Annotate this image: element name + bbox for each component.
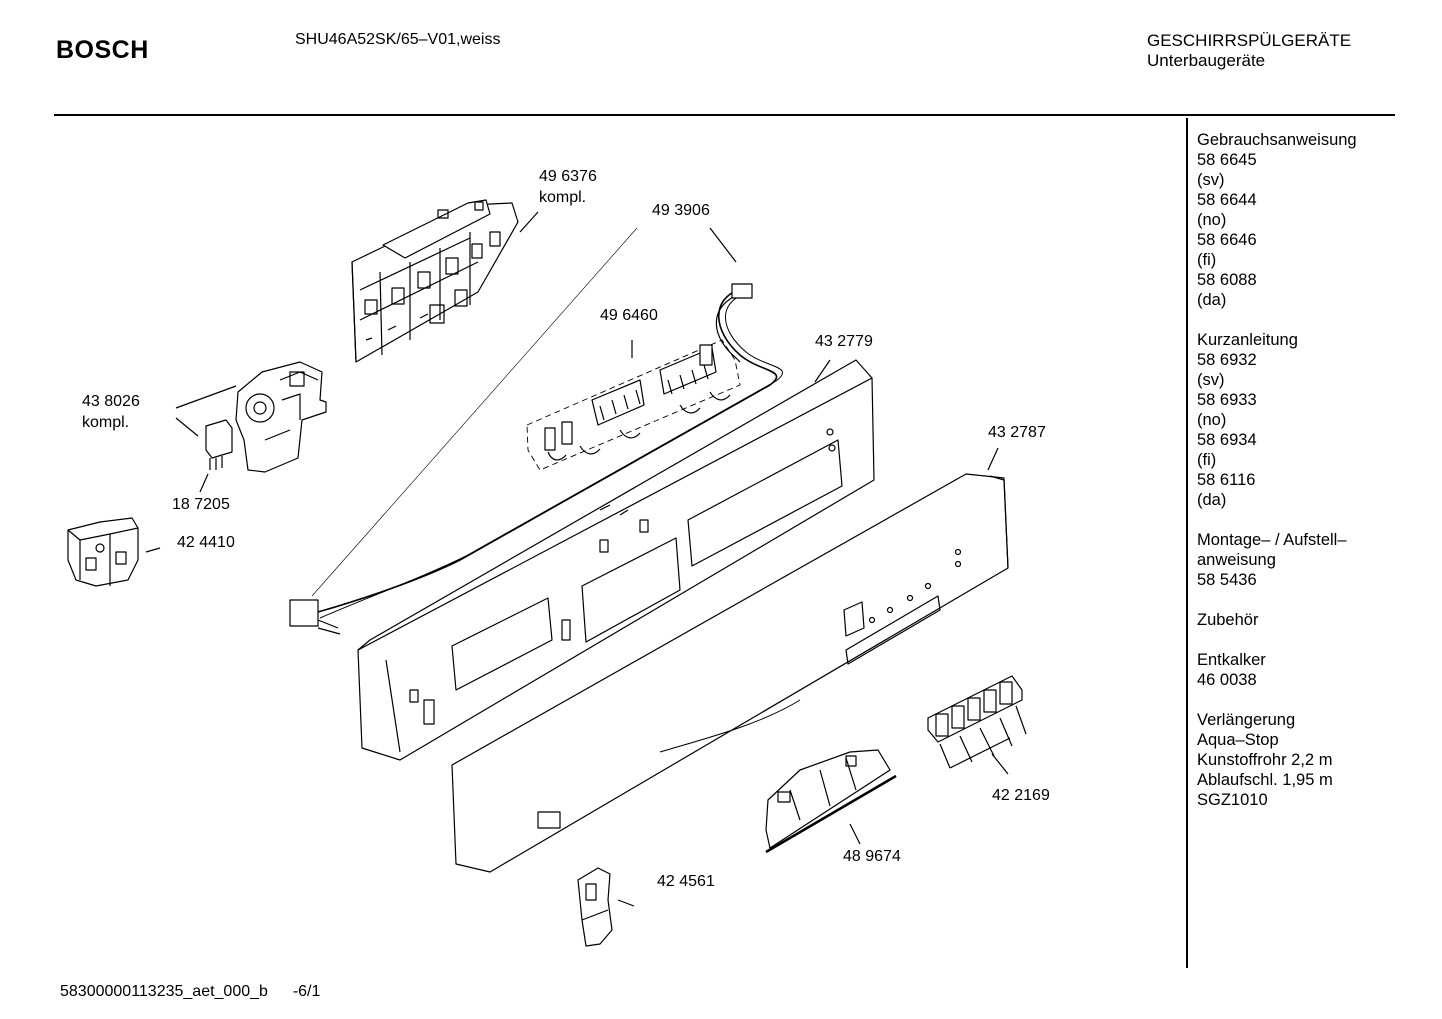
sidebar-line: 58 6933 [1197,391,1257,409]
brand-logo: BOSCH [56,36,149,64]
sidebar-line: Entkalker [1197,651,1266,669]
sidebar-line: 58 6934 [1197,431,1257,449]
documentation-sidebar: Gebrauchsanweisung 58 6645 (sv) 58 6644 … [1197,130,1437,830]
leader-432779 [814,359,831,383]
control-frame-432779 [357,359,875,761]
sidebar-line: SGZ1010 [1197,791,1268,809]
sidebar-line: 58 6088 [1197,271,1257,289]
part-424410 [67,517,139,587]
sidebar-line: Kurzanleitung [1197,331,1298,349]
sidebar-line: Gebrauchsanweisung [1197,131,1357,149]
group-entkalker: Entkalker 46 0038 [1197,650,1437,690]
part-number-432779: 43 2779 [815,333,873,350]
leader-422169 [939,705,1027,775]
button-set-422169 [927,675,1023,743]
sidebar-line: (sv) [1197,171,1225,189]
sidebar-line: (da) [1197,291,1227,309]
sidebar-line: Ablaufschl. 1,95 m [1197,771,1333,789]
part-number-424410: 42 4410 [177,534,235,551]
leader-187205 [199,473,209,493]
sidebar-divider [1186,118,1188,968]
group-kurzanleitung: Kurzanleitung 58 6932 (sv) 58 6933 (no) … [1197,330,1437,510]
sidebar-line: (no) [1197,211,1227,229]
sidebar-line: 58 6932 [1197,351,1257,369]
group-verlaengerung: Verlängerung Aqua–Stop Kunstoffrohr 2,2 … [1197,710,1437,810]
part-number-432787: 43 2787 [988,424,1046,441]
front-panel-432787 [451,473,1009,873]
footer: 58300000113235_aet_000_b -6/1 [60,983,320,1001]
leader-432787 [987,447,999,471]
sidebar-line: (sv) [1197,371,1225,389]
sidebar-line: 58 6645 [1197,151,1257,169]
group-montage: Montage– / Aufstell– anweisung 58 5436 [1197,530,1437,590]
part-number-422169: 42 2169 [992,787,1050,804]
category-line-2: Unterbaugeräte [1147,51,1266,70]
handle-part-489674 [765,749,897,854]
sidebar-line: 58 6646 [1197,231,1257,249]
leader-424561 [617,899,635,907]
part-number-438026: 43 8026 [82,393,140,410]
sidebar-line: (da) [1197,491,1227,509]
wiring-harness-493906 [289,283,784,635]
leader-438026-b [175,417,199,437]
sidebar-line: 46 0038 [1197,671,1257,689]
connector-set-496460 [526,339,741,471]
part-number-489674: 48 9674 [843,848,901,865]
sidebar-line: Kunstoffrohr 2,2 m [1197,751,1333,769]
part-note-496376: kompl. [539,189,587,206]
part-label-438026: 43 8026 kompl. [82,391,140,433]
leader-489674 [849,823,861,845]
clip-424561 [577,867,613,947]
part-number-424561: 42 4561 [657,873,715,890]
sidebar-line: Aqua–Stop [1197,731,1279,749]
sidebar-line: (fi) [1197,251,1217,269]
control-module-496376 [351,199,519,363]
model-number: SHU46A52SK/65–V01,weiss [295,31,501,48]
sidebar-line: Montage– / Aufstell– [1197,531,1347,549]
part-number-496460: 49 6460 [600,307,658,324]
header-divider [54,114,1395,116]
category-line-1: GESCHIRRSPÜLGERÄTE [1147,31,1352,50]
leader-493906 [709,227,737,263]
group-zubehoer: Zubehör [1197,610,1437,630]
sidebar-line: (fi) [1197,451,1217,469]
switch-187205 [205,419,233,470]
leader-438026-a [175,385,237,409]
part-number-493906: 49 3906 [652,202,710,219]
group-gebrauchsanweisung: Gebrauchsanweisung 58 6645 (sv) 58 6644 … [1197,130,1437,310]
page-number: -6/1 [292,983,321,1000]
sidebar-line: 58 5436 [1197,571,1257,589]
part-note-438026: kompl. [82,414,130,431]
sidebar-line: Verlängerung [1197,711,1296,729]
sidebar-line: anweisung [1197,551,1276,569]
part-number-496376: 49 6376 [539,168,597,185]
part-number-187205: 18 7205 [172,496,230,513]
leader-424410 [145,547,161,553]
category-title: GESCHIRRSPÜLGERÄTE Unterbaugeräte [1147,31,1351,71]
document-id: 58300000113235_aet_000_b [60,983,268,1000]
sidebar-line: 58 6644 [1197,191,1257,209]
sidebar-line: (no) [1197,411,1227,429]
leader-496376 [519,211,539,233]
part-label-496376: 49 6376 kompl. [539,166,597,208]
motor-assembly-438026 [235,361,327,473]
sidebar-line: Zubehör [1197,611,1259,629]
sidebar-line: 58 6116 [1197,471,1256,489]
leader-493906-connector [311,227,638,597]
